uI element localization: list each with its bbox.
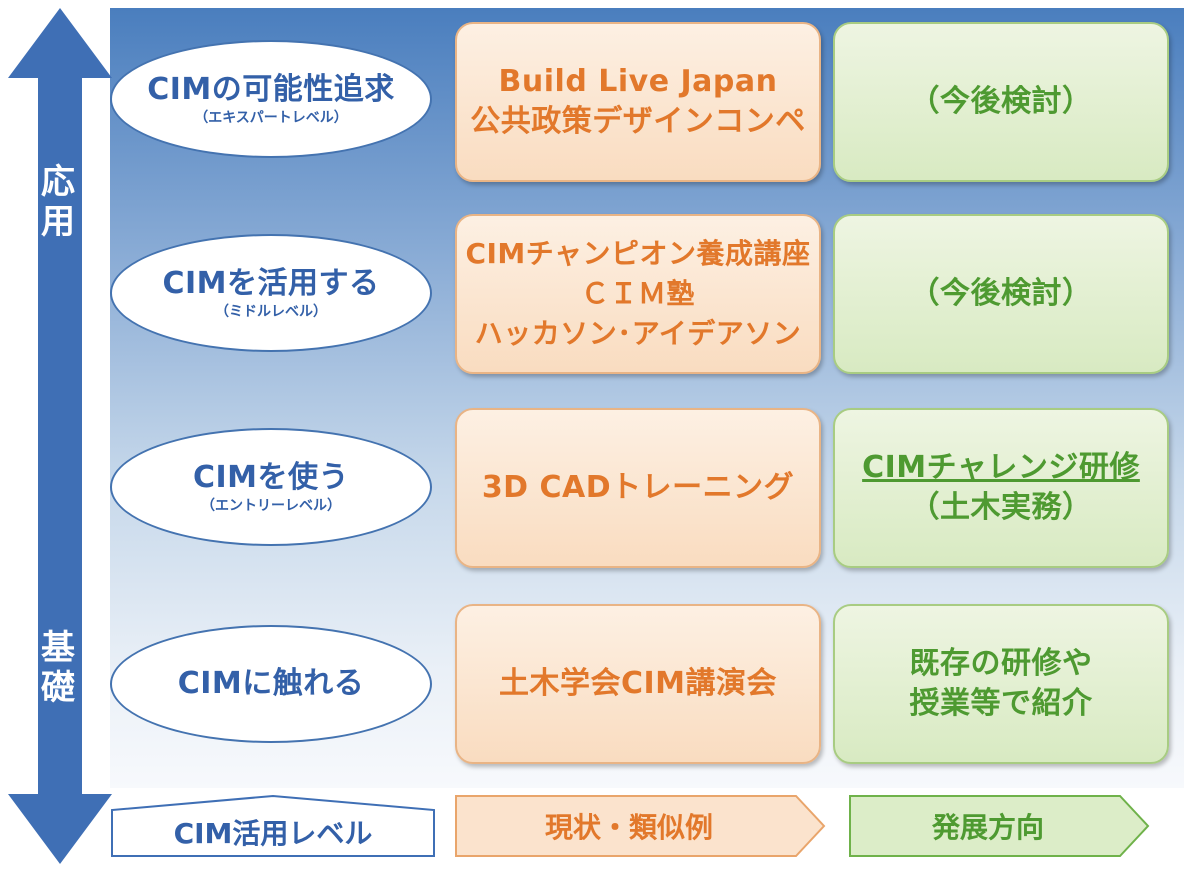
header-future-label: 発展方向 (931, 811, 1044, 844)
future-line: 既存の研修や (909, 646, 1093, 681)
level-touch: CIMに触れる (110, 625, 432, 743)
level-expert: CIMの可能性追求 （エキスパートレベル） (110, 40, 432, 158)
current-line: 公共政策デザインコンペ (470, 104, 806, 139)
future-link[interactable]: CIMチャレンジ研修 (862, 450, 1140, 485)
future-box-2: （今後検討） (833, 214, 1169, 374)
level-title: CIMを活用する (162, 266, 380, 301)
current-line: 土木学会CIM講演会 (498, 666, 778, 701)
level-subtitle: （エキスパートレベル） (194, 110, 348, 126)
level-title: CIMを使う (192, 460, 350, 495)
current-line: ハッカソン･アイデアソン (474, 317, 802, 350)
header-levels: CIM活用レベル (110, 794, 436, 858)
header-current-label: 現状・類似例 (544, 811, 713, 844)
future-line: 授業等で紹介 (909, 686, 1093, 721)
future-line: （今後検討） (909, 276, 1093, 311)
current-box-3: 3D CADトレーニング (455, 408, 821, 568)
current-box-1: Build Live Japan 公共政策デザインコンペ (455, 22, 821, 182)
current-line: 3D CADトレーニング (481, 470, 795, 505)
current-line: ＣＩＭ塾 (580, 277, 695, 310)
header-current-shape (455, 795, 826, 857)
level-middle: CIMを活用する （ミドルレベル） (110, 234, 432, 352)
header-levels-label: CIM活用レベル (173, 817, 373, 850)
current-line: CIMチャンピオン養成講座 (465, 237, 811, 270)
current-box-2: CIMチャンピオン養成講座 ＣＩＭ塾 ハッカソン･アイデアソン (455, 214, 821, 374)
vertical-double-arrow (8, 8, 112, 864)
level-title: CIMの可能性追求 (147, 72, 395, 107)
header-future: 発展方向 (848, 794, 1150, 858)
current-line: Build Live Japan (498, 64, 778, 99)
future-box-4: 既存の研修や 授業等で紹介 (833, 604, 1169, 764)
future-line: （土木実務） (909, 490, 1093, 525)
header-levels-shape (111, 794, 435, 857)
axis-bottom-label: 基礎 (41, 628, 75, 708)
level-title: CIMに触れる (177, 666, 365, 701)
future-box-1: （今後検討） (833, 22, 1169, 182)
level-subtitle: （エントリーレベル） (201, 498, 341, 514)
current-box-4: 土木学会CIM講演会 (455, 604, 821, 764)
header-current: 現状・類似例 (454, 794, 826, 858)
axis-top-label: 応用 (41, 162, 75, 242)
header-future-shape (849, 795, 1150, 857)
future-box-3[interactable]: CIMチャレンジ研修 （土木実務） (833, 408, 1169, 568)
level-subtitle: （ミドルレベル） (215, 304, 327, 320)
level-entry: CIMを使う （エントリーレベル） (110, 428, 432, 546)
future-line: （今後検討） (909, 84, 1093, 119)
